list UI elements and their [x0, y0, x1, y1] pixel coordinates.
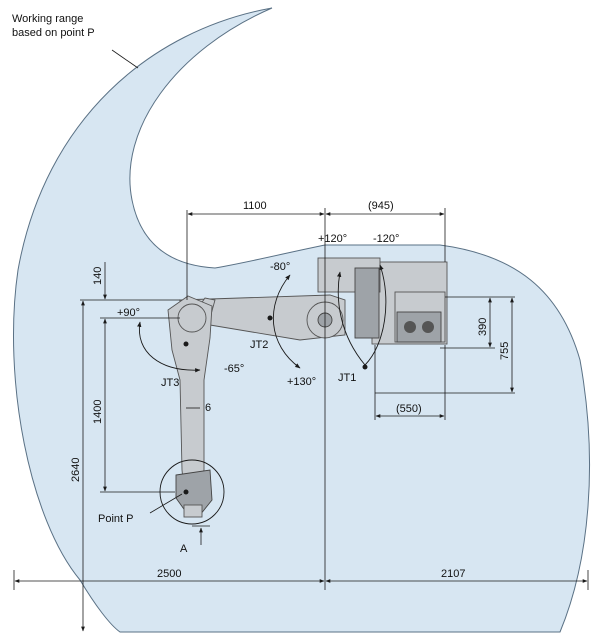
point-p-marker — [183, 489, 189, 495]
point-a-label: A — [180, 543, 188, 555]
dim-550: (550) — [396, 403, 422, 415]
dim-390: 390 — [477, 318, 489, 336]
robot-base — [317, 257, 448, 345]
dim-1100: 1100 — [243, 200, 267, 212]
dim-1400: 1400 — [92, 400, 104, 424]
angle-jt2-neg: -80° — [270, 261, 290, 273]
joint-jt2-label: JT2 — [250, 339, 268, 351]
dim-6: 6 — [205, 402, 211, 414]
angle-jt3-pos: +90° — [117, 307, 140, 319]
angle-jt1-pos: +120° — [318, 233, 347, 245]
point-p-label: Point P — [98, 513, 133, 525]
working-range-label-line2: based on point P — [12, 27, 95, 39]
working-range-label-line1: Working range — [12, 13, 83, 25]
dim-755: 755 — [499, 342, 511, 360]
angle-jt2-pos: +130° — [287, 376, 316, 388]
angle-jt1-neg: -120° — [373, 233, 399, 245]
dim-2500: 2500 — [157, 568, 181, 580]
joint-jt3-label: JT3 — [161, 377, 179, 389]
angle-jt3-neg: -65° — [224, 363, 244, 375]
jt3-range-arc — [137, 321, 201, 373]
dim-945: (945) — [368, 200, 394, 212]
dim-2107: 2107 — [441, 568, 465, 580]
jt2-range-arc — [272, 274, 301, 369]
joint-jt1-label: JT1 — [338, 372, 356, 384]
dim-2640: 2640 — [70, 458, 82, 482]
dim-140: 140 — [92, 267, 104, 285]
